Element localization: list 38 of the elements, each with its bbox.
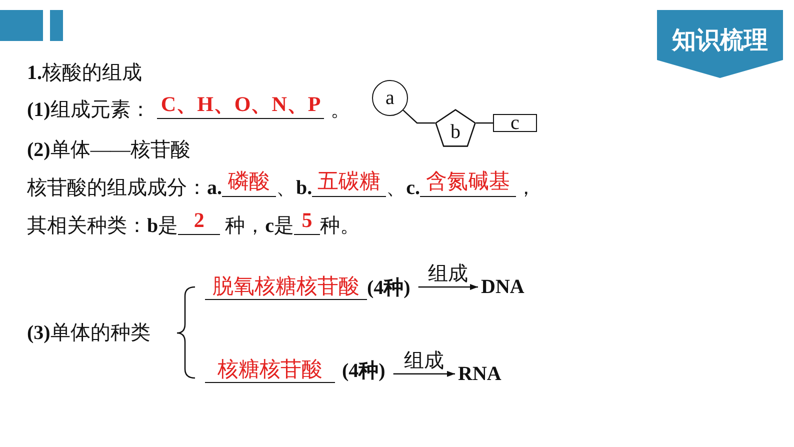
pentagon-node <box>435 109 476 147</box>
punctuation-mark: ， <box>516 176 536 200</box>
answer-blank: 2 <box>178 206 220 235</box>
question-text: 、c. <box>386 176 420 200</box>
connector-line <box>402 110 435 124</box>
question-text: 种。 <box>320 214 360 238</box>
count-note: (4种) <box>367 276 410 300</box>
count-note: (4种) <box>342 359 386 383</box>
question-text: (2)单体——核苷酸 <box>27 138 190 162</box>
node-label: b <box>450 122 460 142</box>
circle-node <box>372 80 408 116</box>
question-text: (1)组成元素： <box>27 98 150 122</box>
section-banner <box>657 10 783 78</box>
answer-blank: 含氮碱基 <box>420 168 516 197</box>
punctuation-mark: 。 <box>330 98 350 122</box>
banner-title: 知识梳理 <box>672 27 768 55</box>
answer-blank: 核糖核苷酸 <box>205 357 335 383</box>
arrow <box>393 370 455 377</box>
connector-line <box>476 122 493 124</box>
question-text: 其相关种类：b是 <box>27 214 178 238</box>
question-text: 种，c是 <box>225 214 294 238</box>
answer-blank: 脱氧核糖核苷酸 <box>205 274 367 300</box>
answer-blank: C、H、O、N、P <box>157 90 324 119</box>
node-label: c <box>510 114 520 132</box>
answer-blank: 五碳糖 <box>312 168 386 197</box>
question-text: 核苷酸的组成成分：a. <box>27 176 222 200</box>
arrow <box>418 284 478 290</box>
question-text: 、b. <box>276 176 312 200</box>
category-label: (3)单体的种类 <box>27 321 150 345</box>
molecule-label: DNA <box>478 276 524 298</box>
node-label: a <box>386 89 394 107</box>
section-heading: 1.核酸的组成 <box>27 61 142 85</box>
edge-label: 组成 <box>403 350 446 371</box>
answer-blank: 5 <box>294 206 320 235</box>
molecule-label: RNA <box>455 363 502 385</box>
answer-blank: 磷酸 <box>222 168 276 197</box>
rectangle-node <box>493 114 537 132</box>
edge-label: 组成 <box>427 264 470 284</box>
